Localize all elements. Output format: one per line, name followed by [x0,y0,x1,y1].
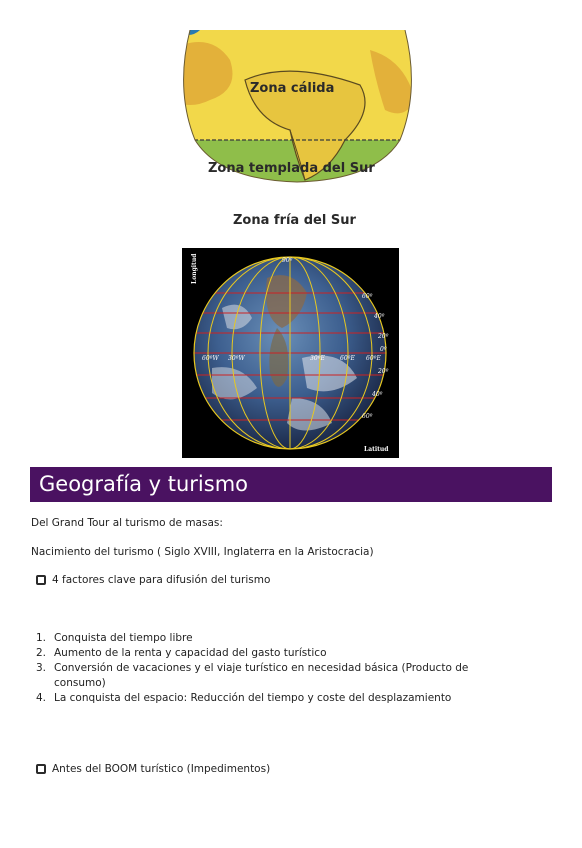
lat-label: 40º [371,391,383,398]
checklist-item-factores[interactable]: 4 factores clave para difusión del turis… [36,574,270,586]
checklist-item-label: Antes del BOOM turístico (Impedimentos) [52,763,271,775]
list-item-text: Aumento de la renta y capacidad del gast… [54,647,327,659]
list-item-number: 3. [36,662,47,674]
lat-label: 60º [362,293,373,300]
lat-label: 40º [373,313,385,320]
label-zona-fria: Zona fría del Sur [233,213,356,228]
checklist-item-label: 4 factores clave para difusión del turis… [52,574,271,586]
list-item-text: Conquista del tiempo libre [54,632,193,644]
lon-label: 30ºE [310,355,325,362]
list-item-text: Conversión de vacaciones y el viaje turí… [54,662,469,689]
list-item-text: La conquista del espacio: Reducción del … [54,692,452,704]
label-zona-templada: Zona templada del Sur [208,161,375,176]
list-item-number: 1. [36,632,47,644]
lat-label: 20º [377,368,389,375]
lat-label: 90º [282,257,293,264]
lon-label: 60ºE [366,355,381,362]
checkbox-icon[interactable] [36,575,46,585]
lon-label: 60ºE [340,355,355,362]
list-item: 4. La conquista del espacio: Reducción d… [36,691,516,706]
lat-long-globe: Longitud Latitud 90º 60º 40º 20º 0º 20º … [182,248,399,458]
paragraph-nacimiento: Nacimiento del turismo ( Siglo XVIII, In… [31,546,374,558]
checklist-item-antes-boom[interactable]: Antes del BOOM turístico (Impedimentos) [36,763,270,775]
list-item-number: 2. [36,647,47,659]
list-item-number: 4. [36,692,47,704]
checkbox-icon[interactable] [36,764,46,774]
list-item: 3. Conversión de vacaciones y el viaje t… [36,661,516,691]
paragraph-grand-tour: Del Grand Tour al turismo de masas: [31,517,223,529]
factors-list: 1. Conquista del tiempo libre 2. Aumento… [36,631,516,706]
label-zona-calida: Zona cálida [250,81,334,96]
section-title: Geografía y turismo [30,467,552,502]
list-item: 1. Conquista del tiempo libre [36,631,516,646]
climate-zones-map: Zona cálida Zona templada del Sur Zona f… [183,30,412,228]
lat-label: 0º [380,346,387,353]
lon-label: 30ºW [228,355,245,362]
axis-label-longitud: Longitud [191,253,198,284]
lon-label: 60ºW [202,355,219,362]
lat-label: 20º [377,333,389,340]
list-item: 2. Aumento de la renta y capacidad del g… [36,646,516,661]
axis-label-latitud: Latitud [364,446,389,453]
lat-label: 60º [362,413,373,420]
